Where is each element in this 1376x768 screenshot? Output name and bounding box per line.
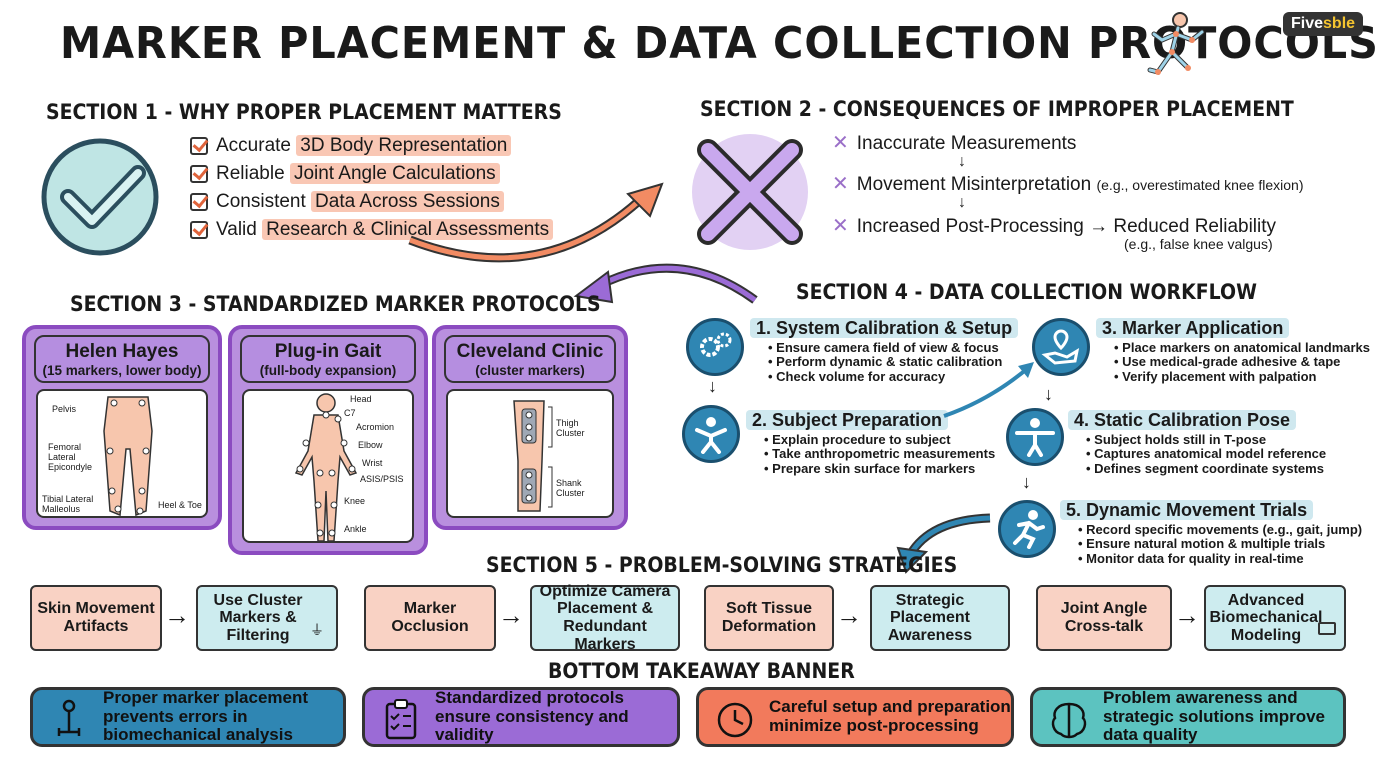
- workflow-step-1: 1. System Calibration & Setup Ensure cam…: [750, 318, 1019, 384]
- consequence-item: ✕Inaccurate Measurements: [832, 132, 1077, 154]
- marker-pin-icon: [57, 699, 81, 736]
- leg-cluster-diagram: [513, 400, 553, 512]
- marker-label: Pelvis: [52, 404, 77, 414]
- section1-heading: SECTION 1 - WHY PROPER PLACEMENT MATTERS: [46, 100, 562, 124]
- arrow-right-icon: →: [1174, 600, 1200, 630]
- list-item: Reliable Joint Angle Calculations: [190, 163, 553, 185]
- marker-label: Wrist: [362, 458, 383, 468]
- arrow-up-right-icon: [943, 362, 1034, 418]
- arrow-down-icon: ↓: [1044, 384, 1053, 404]
- solution-box: Use Cluster Markers & Filtering: [196, 585, 338, 651]
- protocol-card-plug-in-gait: Plug-in Gait(full-body expansion) Head C…: [228, 325, 428, 555]
- running-figure-icon: [1147, 12, 1205, 75]
- takeaway-banner: Careful setup and preparation minimize p…: [696, 687, 1014, 747]
- brain-icon: [1051, 702, 1087, 739]
- takeaway-banner: Standardized protocols ensure consistenc…: [362, 687, 680, 747]
- consequence-item: ✕Movement Misinterpretation (e.g., overe…: [832, 173, 1304, 195]
- marker-label: Tibial Lateral Malleolus: [42, 494, 94, 514]
- brand-logo: Fivesble: [1283, 12, 1364, 36]
- problem-box: Soft Tissue Deformation: [704, 585, 834, 651]
- arrow-down-icon: ↓: [958, 153, 966, 170]
- solution-box: Advanced Biomechanical Modeling: [1204, 585, 1346, 651]
- list-item: Consistent Data Across Sessions: [190, 191, 553, 213]
- list-item: Valid Research & Clinical Assessments: [190, 219, 554, 241]
- section4-heading: SECTION 4 - DATA COLLECTION WORKFLOW: [796, 280, 1257, 304]
- section3-heading: SECTION 3 - STANDARDIZED MARKER PROTOCOL…: [70, 292, 601, 316]
- workflow-step-4: 4. Static Calibration Pose Subject holds…: [1068, 410, 1326, 476]
- arrow-right-icon: →: [498, 600, 524, 630]
- marker-label: C7: [344, 408, 356, 418]
- solution-box: Strategic Placement Awareness: [870, 585, 1010, 651]
- x-icon: ✕: [832, 215, 849, 237]
- full-body-diagram: [294, 393, 358, 542]
- checkbox-icon: [190, 193, 208, 211]
- monitor-icon: [1318, 622, 1336, 635]
- card-header: Helen Hayes(15 markers, lower body): [34, 335, 210, 383]
- marker-label: ASIS/PSIS: [360, 474, 404, 484]
- x-mark-icon: [692, 134, 808, 250]
- arrow-down-icon: ↓: [1022, 472, 1031, 492]
- section2-heading: SECTION 2 - CONSEQUENCES OF IMPROPER PLA…: [700, 97, 1294, 121]
- consequence-item: ✕Increased Post-Processing → Reduced Rel…: [832, 215, 1277, 237]
- t-pose-icon: [1006, 408, 1064, 466]
- solution-box: Optimize Camera Placement & Redundant Ma…: [530, 583, 680, 653]
- marker-label: Femoral Lateral Epicondyle: [48, 442, 93, 472]
- runner-icon: [998, 500, 1056, 558]
- card-header: Plug-in Gait(full-body expansion): [240, 335, 416, 383]
- checkbox-icon: [190, 137, 208, 155]
- section5-heading: SECTION 5 - PROBLEM-SOLVING STRATEGIES: [486, 553, 958, 577]
- arrow-right-icon: →: [836, 600, 862, 630]
- clipboard-icon: [385, 699, 417, 740]
- marker-label: Head: [350, 394, 372, 404]
- arrow-right-icon: →: [164, 600, 190, 630]
- marker-label: Heel & Toe: [158, 500, 202, 510]
- arrow-down-icon: ↓: [958, 194, 966, 211]
- consequence-note: (e.g., false knee valgus): [1124, 236, 1273, 252]
- takeaway-banner: Proper marker placement prevents errors …: [30, 687, 346, 747]
- checkbox-icon: [190, 221, 208, 239]
- workflow-step-2: 2. Subject Preparation Explain procedure…: [746, 410, 995, 476]
- card-body: Thigh Cluster Shank Cluster: [446, 389, 614, 518]
- card-body: Head C7 Acromion Elbow Wrist ASIS/PSIS K…: [242, 389, 414, 543]
- problem-box: Marker Occlusion: [364, 585, 496, 651]
- protocol-card-helen-hayes: Helen Hayes(15 markers, lower body) Pelv…: [22, 325, 222, 530]
- lower-body-diagram: [103, 396, 153, 517]
- marker-label: Thigh Cluster: [556, 418, 585, 438]
- checkmark-icon: [41, 138, 159, 256]
- arrow-down-icon: ↓: [708, 376, 717, 396]
- problem-box: Skin Movement Artifacts: [30, 585, 162, 651]
- marker-label: Ankle: [344, 524, 367, 534]
- person-icon: [682, 405, 740, 463]
- card-body: Pelvis Femoral Lateral Epicondyle Tibial…: [36, 389, 208, 518]
- card-header: Cleveland Clinic(cluster markers): [444, 335, 616, 383]
- clock-icon: [717, 702, 753, 738]
- gears-icon: [686, 318, 744, 376]
- problem-box: Joint Angle Cross-talk: [1036, 585, 1172, 651]
- workflow-step-3: 3. Marker Application Place markers on a…: [1096, 318, 1370, 384]
- workflow-step-5: 5. Dynamic Movement Trials Record specif…: [1060, 500, 1362, 566]
- section1-list: Accurate 3D Body Representation Reliable…: [190, 135, 554, 241]
- hand-marker-icon: [1032, 318, 1090, 376]
- filter-icon: ⏚: [310, 622, 324, 638]
- marker-label: Acromion: [356, 422, 395, 432]
- x-icon: ✕: [832, 173, 849, 195]
- takeaway-banner: Problem awareness and strategic solution…: [1030, 687, 1346, 747]
- marker-label: Knee: [344, 496, 366, 506]
- checkbox-icon: [190, 165, 208, 183]
- list-item: Accurate 3D Body Representation: [190, 135, 553, 157]
- marker-label: Shank Cluster: [556, 478, 585, 498]
- protocol-card-cleveland-clinic: Cleveland Clinic(cluster markers) Thigh …: [432, 325, 628, 530]
- x-icon: ✕: [832, 132, 849, 154]
- banner-heading: BOTTOM TAKEAWAY BANNER: [548, 659, 855, 683]
- marker-label: Elbow: [358, 440, 383, 450]
